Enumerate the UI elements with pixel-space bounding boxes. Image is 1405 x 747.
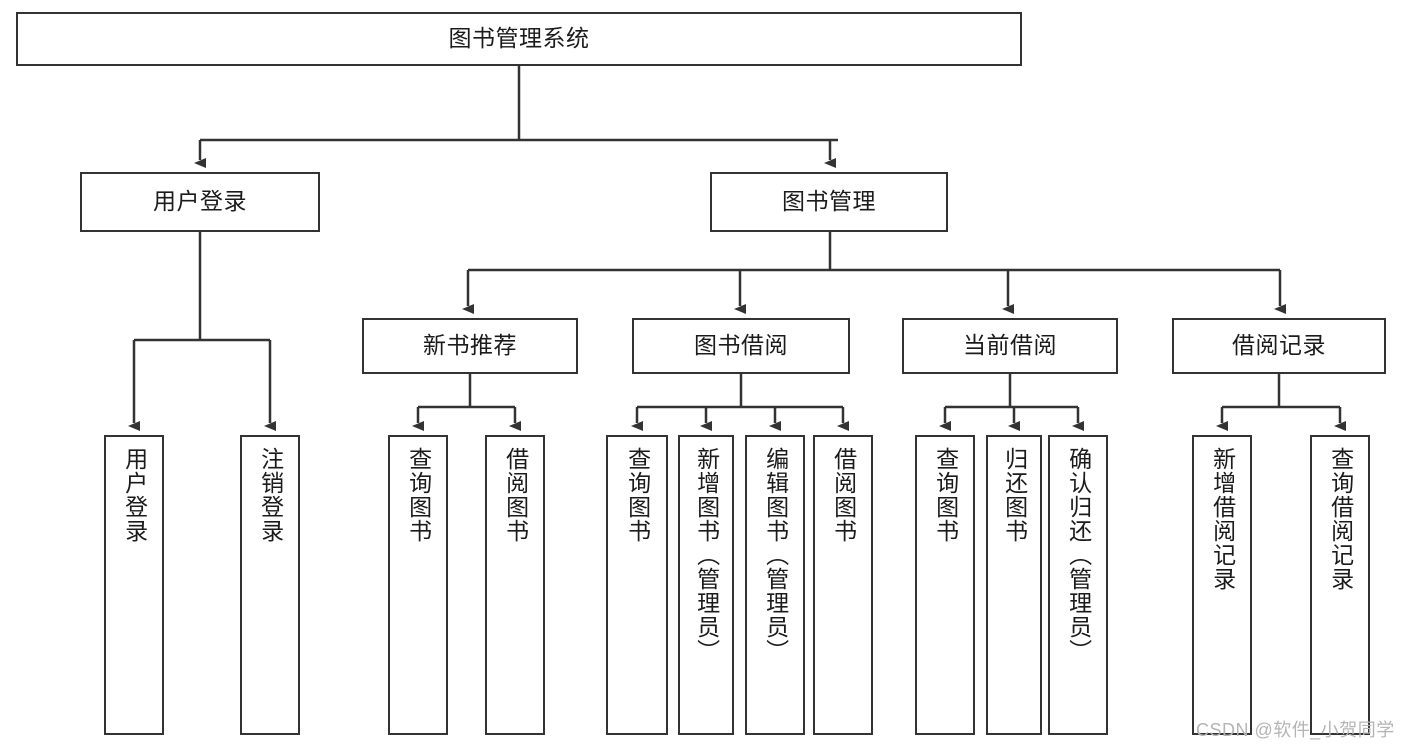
leaf-record-add-record[interactable]: 新增借阅记录: [1192, 435, 1252, 735]
leaf-borrow-lend-book[interactable]: 借阅图书: [813, 435, 873, 735]
node-label: 新增借阅记录: [1209, 447, 1236, 591]
node-label: 新书推荐: [423, 332, 517, 359]
node-book-borrow[interactable]: 图书借阅: [632, 318, 850, 374]
node-user-login[interactable]: 用户登录: [80, 172, 320, 232]
node-label: 当前借阅: [963, 332, 1057, 359]
leaf-borrow-edit-book-admin[interactable]: 编辑图书（管理员）: [745, 435, 805, 735]
node-label: 查询图书: [932, 447, 959, 543]
leaf-user-login[interactable]: 用户登录: [104, 435, 164, 735]
leaf-current-return-book[interactable]: 归还图书: [986, 435, 1042, 735]
node-label: 借阅图书: [830, 447, 857, 543]
node-label: 图书管理系统: [448, 25, 590, 52]
leaf-newbook-borrow-book[interactable]: 借阅图书: [485, 435, 545, 735]
leaf-current-confirm-return-admin[interactable]: 确认归还（管理员）: [1048, 435, 1108, 735]
leaf-user-logout[interactable]: 注销登录: [240, 435, 300, 735]
node-label: 图书管理: [782, 188, 876, 215]
node-label: 借阅图书: [502, 447, 529, 543]
node-label: 查询图书: [624, 447, 651, 543]
node-label: 新增图书（管理员）: [693, 447, 720, 663]
node-label: 用户登录: [121, 447, 148, 543]
node-current-borrow[interactable]: 当前借阅: [902, 318, 1118, 374]
node-borrow-record[interactable]: 借阅记录: [1172, 318, 1386, 374]
node-label: 确认归还（管理员）: [1065, 447, 1092, 663]
leaf-current-query-book[interactable]: 查询图书: [915, 435, 975, 735]
watermark: CSDN @软件_小贺同学: [1196, 720, 1395, 740]
node-label: 用户登录: [153, 188, 247, 215]
node-label: 归还图书: [1001, 447, 1028, 543]
leaf-newbook-query-book[interactable]: 查询图书: [388, 435, 448, 735]
node-system-root[interactable]: 图书管理系统: [16, 12, 1022, 66]
node-book-management[interactable]: 图书管理: [710, 172, 948, 232]
node-label: 图书借阅: [694, 332, 788, 359]
leaf-borrow-add-book-admin[interactable]: 新增图书（管理员）: [678, 435, 734, 735]
leaf-record-query-record[interactable]: 查询借阅记录: [1310, 435, 1370, 735]
node-new-book-recommend[interactable]: 新书推荐: [362, 318, 578, 374]
node-label: 注销登录: [257, 447, 284, 543]
node-label: 查询图书: [405, 447, 432, 543]
leaf-borrow-query-book[interactable]: 查询图书: [606, 435, 668, 735]
node-label: 编辑图书（管理员）: [762, 447, 789, 663]
node-label: 借阅记录: [1232, 332, 1326, 359]
node-label: 查询借阅记录: [1327, 447, 1354, 591]
